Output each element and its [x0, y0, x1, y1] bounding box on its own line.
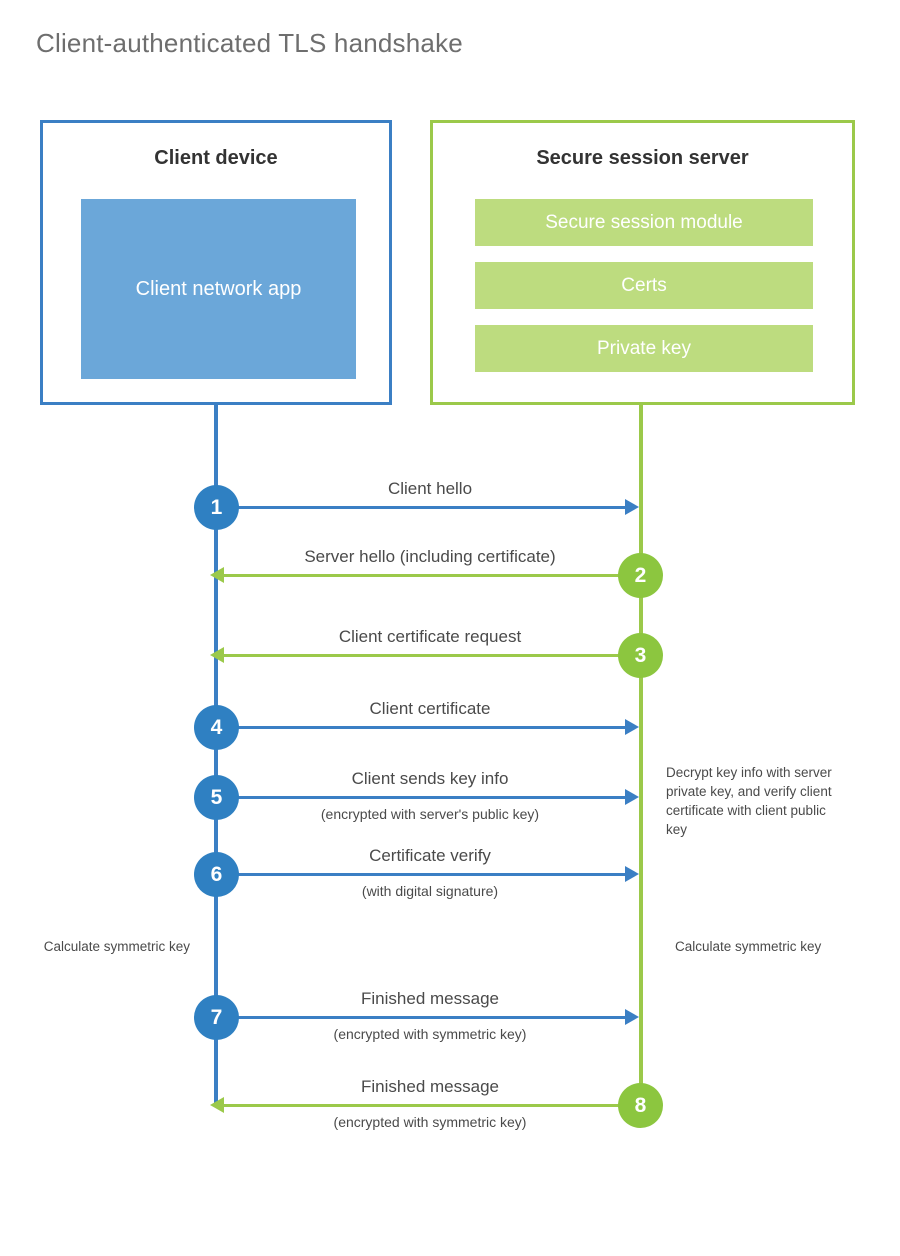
- arrow-head-2: [210, 567, 224, 583]
- step-circle-8[interactable]: 8: [618, 1083, 663, 1128]
- arrow-line-3: [224, 654, 639, 657]
- server-module-private-key: Private key: [475, 325, 813, 372]
- arrow-head-5: [625, 789, 639, 805]
- client-device-box: Client device Client network app: [40, 120, 392, 405]
- arrow-line-6: [216, 873, 631, 876]
- arrow-line-1: [216, 506, 631, 509]
- arrow-head-7: [625, 1009, 639, 1025]
- secure-session-server-box: Secure session server Secure session mod…: [430, 120, 855, 405]
- step-circle-4[interactable]: 4: [194, 705, 239, 750]
- arrow-head-1: [625, 499, 639, 515]
- client-network-app-box: Client network app: [81, 199, 356, 379]
- note-server-decrypt: Decrypt key info with server private key…: [666, 765, 832, 838]
- arrow-head-3: [210, 647, 224, 663]
- server-module-list: Secure session module Certs Private key: [475, 199, 813, 372]
- note-server-calculate-symmetric-key: Calculate symmetric key: [675, 939, 822, 954]
- message-label-1: Client hello: [387, 479, 473, 498]
- arrow-line-4: [216, 726, 631, 729]
- arrow-line-2: [224, 574, 639, 577]
- page-title: Client-authenticated TLS handshake: [36, 28, 463, 58]
- step-circle-7[interactable]: 7: [194, 995, 239, 1040]
- message-sublabel-5: (encrypted with server's public key): [320, 806, 540, 822]
- message-sublabel-7: (encrypted with symmetric key): [333, 1026, 527, 1042]
- server-module-certs: Certs: [475, 262, 813, 309]
- message-label-2: Server hello (including certificate): [304, 547, 556, 566]
- message-label-7: Finished message: [361, 989, 499, 1008]
- secure-session-server-title: Secure session server: [536, 147, 749, 169]
- step-circle-5[interactable]: 5: [194, 775, 239, 820]
- server-module-secure-session: Secure session module: [475, 199, 813, 246]
- arrow-line-5: [216, 796, 631, 799]
- arrow-head-6: [625, 866, 639, 882]
- arrow-head-4: [625, 719, 639, 735]
- client-device-title: Client device: [154, 147, 278, 169]
- arrow-line-7: [216, 1016, 631, 1019]
- message-label-5: Client sends key info: [351, 769, 509, 788]
- arrow-line-8: [224, 1104, 639, 1107]
- client-lifeline: [214, 403, 218, 1105]
- step-circle-6[interactable]: 6: [194, 852, 239, 897]
- step-circle-2[interactable]: 2: [618, 553, 663, 598]
- message-label-6: Certificate verify: [369, 846, 491, 865]
- message-sublabel-6: (with digital signature): [361, 883, 499, 899]
- step-circle-3[interactable]: 3: [618, 633, 663, 678]
- server-lifeline: [639, 403, 643, 1105]
- message-sublabel-8: (encrypted with symmetric key): [333, 1114, 527, 1130]
- message-label-3: Client certificate request: [338, 627, 522, 646]
- step-circle-1[interactable]: 1: [194, 485, 239, 530]
- message-label-8: Finished message: [361, 1077, 499, 1096]
- arrow-head-8: [210, 1097, 224, 1113]
- message-label-4: Client certificate: [369, 699, 491, 718]
- note-client-calculate-symmetric-key: Calculate symmetric key: [43, 939, 190, 954]
